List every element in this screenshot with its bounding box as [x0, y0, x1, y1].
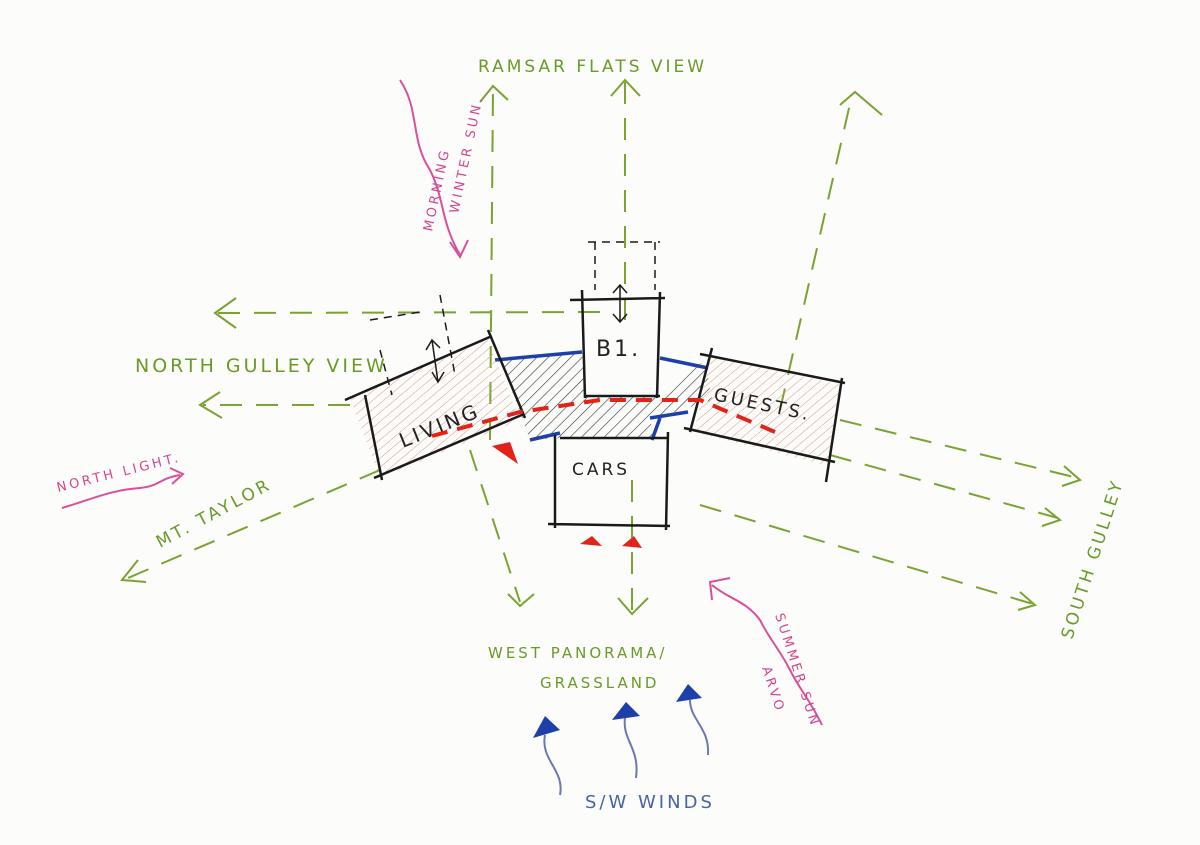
- north-light-label: NORTH LIGHT.: [55, 451, 182, 496]
- entry-axis: [431, 398, 776, 438]
- entry-marker-icon: [492, 442, 518, 464]
- entry-marker-icon: [622, 536, 642, 548]
- guests-room: GUESTS.: [683, 347, 846, 483]
- glazing-south: [529, 410, 689, 442]
- morning-sun-arrow: [399, 79, 469, 260]
- west-panorama-label: WEST PANORAMA/: [488, 644, 667, 662]
- bedroom-label: B1.: [596, 337, 641, 362]
- arvo-sun-arrow: [708, 577, 823, 726]
- cars-label: CARS: [572, 460, 630, 480]
- bedroom-b1: B1.: [569, 241, 666, 399]
- glazing-north: [494, 350, 709, 370]
- view-arrows: [120, 78, 1082, 616]
- north-light-arrow: [61, 467, 185, 509]
- living-room: LIVING: [344, 294, 527, 481]
- winds-label: S/W WINDS: [585, 792, 715, 813]
- arvo-label: ARVO: [758, 665, 787, 715]
- south-gulley-label: SOUTH GULLEY: [1058, 477, 1129, 642]
- grassland-label: GRASSLAND: [540, 674, 659, 692]
- wind-arrows: [533, 684, 710, 796]
- carport: CARS: [547, 431, 671, 531]
- morning-sun-label: MORNING: [421, 147, 453, 233]
- ramsar-view-label: RAMSAR FLATS VIEW: [478, 57, 707, 77]
- entry-marker-icon: [580, 536, 602, 546]
- winter-sun-label: WINTER SUN.: [447, 94, 487, 215]
- north-gulley-label: NORTH GULLEY VIEW: [135, 355, 388, 377]
